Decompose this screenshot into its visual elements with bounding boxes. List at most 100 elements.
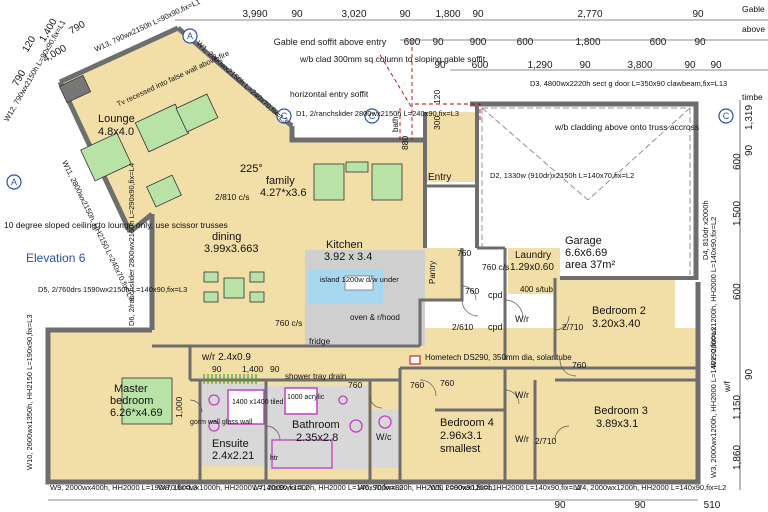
dim-bottom-90a: 90	[554, 500, 566, 511]
gable-soffit-note: Gable end soffit above entry	[274, 37, 387, 47]
w5-label: W5, 2000wx1200h, HH2000 L=140x90,fix=L2	[430, 483, 581, 492]
garage-size: 6.6x6.69	[565, 247, 607, 259]
w6-label: W6, 700wx800h, HH2000 L=90x90,fix=L1	[358, 483, 497, 492]
w3-label: W3, 2000wx1200h, HH2000 L=140x90,fix=L2	[709, 327, 718, 478]
laundry-name: Laundry	[515, 250, 551, 261]
dim-top-7: 2,770	[577, 9, 602, 20]
section-marker-c3	[718, 108, 734, 124]
dims-second-row: Gable end soffit above entry 600 90 900 …	[274, 37, 706, 48]
column-note: w/b clad 300mm sq column to sloping gabl…	[299, 54, 486, 64]
bathroom-size: 2.35x2.8	[296, 432, 338, 444]
bathroom-name: Bathroom	[292, 419, 340, 431]
bedroom4-size: 2.96x3.1	[440, 430, 482, 442]
fireplace	[58, 74, 92, 104]
bedroom3-name: Bedroom 3	[594, 405, 648, 417]
door-760-cs-b: 760 c/s	[482, 262, 509, 272]
lounge-size: 4.8x4.0	[98, 126, 134, 138]
kitchen-size: 3.92 x 3.4	[324, 251, 372, 263]
section-marker-c2	[364, 108, 380, 124]
shower-tray-1000	[284, 387, 318, 415]
dim-90b-inner: 90	[270, 364, 280, 374]
door-760-3: 760	[572, 360, 586, 370]
door-2710-b: 2/710	[535, 436, 557, 446]
entry-floor	[425, 112, 477, 182]
w9-label: W9, 2000wx400h, HH2000 L=190x70,fix=L3	[50, 483, 197, 492]
sink-area	[344, 275, 374, 291]
dim-second-600c: 600	[650, 37, 667, 48]
dim-top-3: 3,020	[341, 9, 366, 20]
master-size: 6.26*x4.69	[110, 407, 163, 419]
d6-label: D6, 2/ranchslider 2800wx2150h L=290x90,f…	[127, 163, 136, 326]
master-name2: bedroom	[110, 395, 153, 407]
dim-top-1: 3,990	[242, 9, 267, 20]
door-760-6: 760	[348, 380, 362, 390]
dim-second-90b: 90	[694, 37, 706, 48]
tray-1000-note: 1000 acrylic	[287, 394, 325, 401]
entry-note: Entry	[428, 172, 451, 183]
kitchen-name: Kitchen	[326, 239, 363, 251]
dim-right-90b: 90	[744, 368, 755, 380]
dim-right-1150: 1,150	[732, 395, 743, 420]
ensuite-name: Ensuite	[212, 438, 249, 450]
cladding-note: w/b cladding above onto truss accross	[554, 122, 699, 132]
d2-label: D2, 1330w (910dr)x2150h L=140x70,fix=L2	[490, 171, 634, 180]
dim-1000-inner: 1,000	[174, 396, 184, 418]
ceiling-note: 10 degree sloped ceiling to lounge only,…	[4, 220, 228, 230]
dim-120-entry: 120	[432, 90, 442, 104]
ensuite-size: 2.4x2.21	[212, 450, 254, 462]
cpd1-note: cpd	[488, 290, 503, 300]
sanitary-fixtures	[208, 394, 392, 469]
w10-label: W10, 2600wx1350h, HH2150 L=190x90,fix=L3	[25, 314, 34, 470]
door-2610: 2/610	[452, 322, 474, 332]
door-760-1: 760	[457, 248, 471, 258]
dim-third-90a: 90	[434, 60, 446, 71]
wc-floor	[372, 410, 402, 468]
letter-c2: C	[369, 111, 376, 121]
walls	[45, 25, 701, 485]
dining-size: 3.99x3.663	[204, 243, 258, 255]
door-2810: 2/810 c/s	[215, 192, 250, 202]
w12-label: W12, 790wx2150h L=90x90,fix=L1	[2, 18, 68, 123]
garage-area: area 37m²	[565, 259, 615, 271]
dim-right-600b: 600	[732, 283, 743, 300]
dimension-lines	[48, 19, 768, 501]
angle-note: 225°	[240, 163, 263, 175]
dining-name: dining	[212, 231, 241, 243]
wf-label: w/f	[722, 381, 732, 394]
letter-c1: C	[281, 111, 288, 121]
d1-label: D1, 2/ranchslider 2800wx2150h L=240x90,f…	[296, 109, 459, 118]
fridge-note: fridge	[309, 336, 331, 346]
dims-bottom: 90 90 510	[554, 500, 720, 511]
d4-label: D4, 810dr x2000h	[701, 200, 710, 260]
section-marker-a1	[182, 28, 198, 44]
dim-third-600: 600	[472, 60, 489, 71]
letter-c3: C	[723, 111, 730, 121]
dim-300-entry: 300	[432, 116, 442, 130]
room-labels: Lounge 4.8x4.0 family 4.27*x3.6 dining 3…	[98, 113, 648, 462]
dim-left-120: 120	[21, 34, 39, 54]
dims-right: 1,319 90 600 1,500 600 1,150 1,860 90	[732, 105, 755, 470]
family-size: 4.27*x3.6	[260, 187, 306, 199]
dim-top-5: 1,800	[435, 9, 460, 20]
family-name: family	[266, 175, 295, 187]
hometech-note: Hometech DS290, 350mm dia, solar tube	[425, 353, 572, 362]
shower-drain-note: shower tray drain	[285, 372, 346, 381]
island-note: island 1200w d/w under	[320, 275, 399, 284]
dim-third-90c: 90	[684, 60, 696, 71]
oven-note: oven & r/hood	[350, 313, 400, 322]
dim-second-600a: 600	[404, 37, 421, 48]
num-880: 880	[400, 136, 410, 150]
dim-top-8: 90	[692, 9, 704, 20]
w8-label: W8, 1600wx1000h, HH2000 L=140x90,fix=L2	[158, 483, 309, 492]
wr1: W/r	[515, 314, 529, 324]
dim-third-1290: 1,290	[527, 60, 552, 71]
above-note: above	[742, 24, 765, 34]
bath-label: bath	[391, 116, 400, 132]
dim-second-900: 900	[470, 37, 487, 48]
door-760-2: 760	[465, 286, 479, 296]
lounge-name: Lounge	[98, 113, 135, 125]
furniture	[80, 93, 403, 425]
door-760-4: 760	[410, 380, 424, 390]
dim-third-90d: 90	[710, 60, 722, 71]
grate	[203, 374, 257, 384]
